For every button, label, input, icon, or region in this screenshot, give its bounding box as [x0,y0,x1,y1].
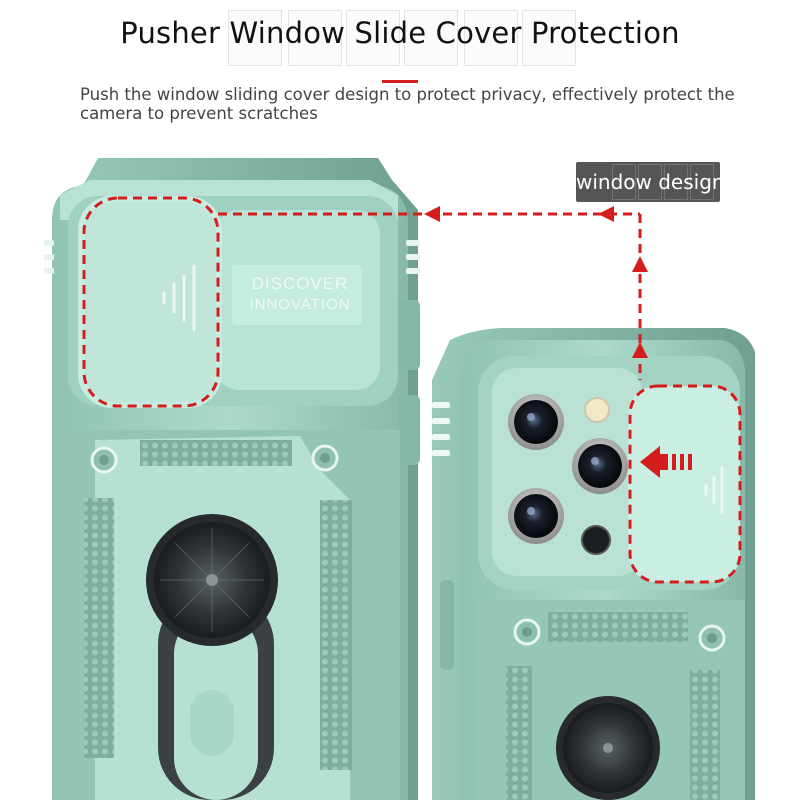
screw-icon-right [513,618,726,652]
power-button [398,395,420,465]
sound-wave-icon-right [704,466,724,514]
sound-wave-icon [162,264,196,332]
camera-lens-icon [508,394,628,555]
emboss-innovation: INNOVATION [249,296,350,313]
title-decor-strip [228,10,578,66]
hex-grip-left [84,498,114,758]
emboss-discover: DISCOVER [252,274,349,293]
ring-holder-icon-right [556,696,660,800]
hex-grip-top [140,440,292,466]
push-arrow-icon [640,446,692,478]
callout-label-text: window design [576,170,720,194]
hex-grip-top-right [548,612,688,642]
slide-cover-right [628,386,740,582]
page-subtitle: Push the window sliding cover design to … [80,85,735,123]
left-phone-case: DISCOVER INNOVATION [44,158,420,800]
right-phone-case [432,328,755,800]
page-title: Pusher Window Slide Cover Protection [120,16,680,50]
hex-grip-left-right [506,666,532,800]
side-grip-ridges-right [432,402,450,456]
highlight-left-cover [82,196,220,408]
title-accent-mark [382,80,418,83]
hex-grip-right-right [690,670,720,800]
screw-icon [90,444,339,474]
callout-label: window design [576,162,720,202]
highlight-right-cover [628,384,742,584]
volume-button [398,300,420,370]
side-grip-ridges [44,240,420,274]
right-side-button [440,580,454,670]
arrow-icon [424,206,648,358]
hex-grip-right [320,500,352,770]
ring-holder-icon [146,514,278,800]
